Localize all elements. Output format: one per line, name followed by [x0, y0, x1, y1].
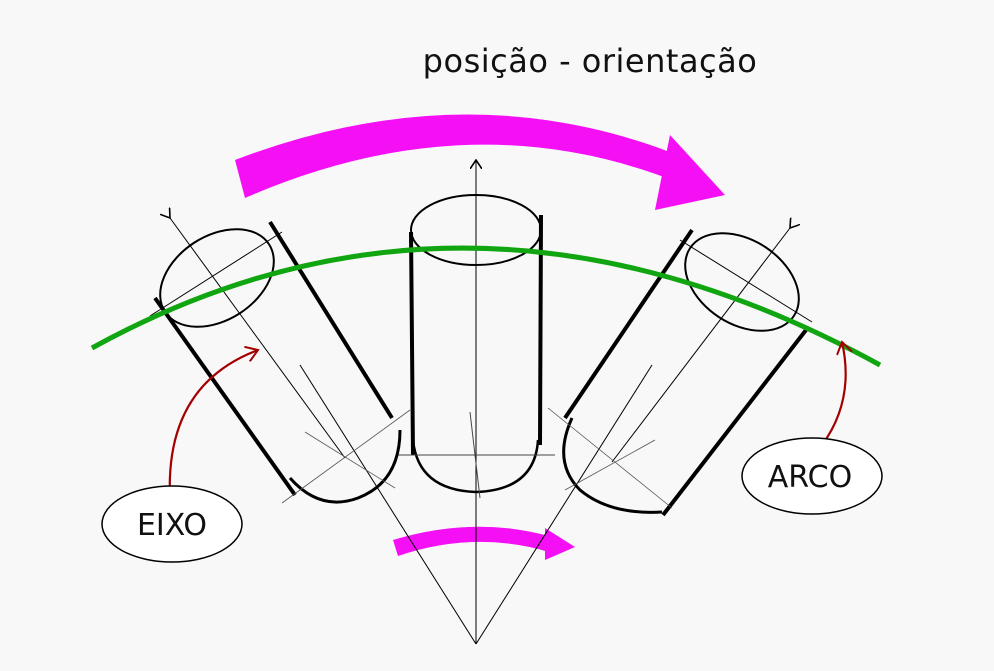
green-arc [90, 245, 882, 368]
diagram-title: posição - orientação [422, 42, 758, 80]
axis-callout: EIXO [101, 350, 258, 563]
rotation-arrow-large [235, 114, 725, 210]
axis-label: EIXO [137, 508, 207, 543]
cylinder-left [149, 209, 411, 504]
rotation-arrow-small [393, 526, 575, 560]
radial-construction-lines [299, 160, 653, 645]
arc-callout: ARCO [741, 342, 883, 515]
arc-label: ARCO [768, 460, 852, 495]
cylinder-right [547, 213, 813, 517]
